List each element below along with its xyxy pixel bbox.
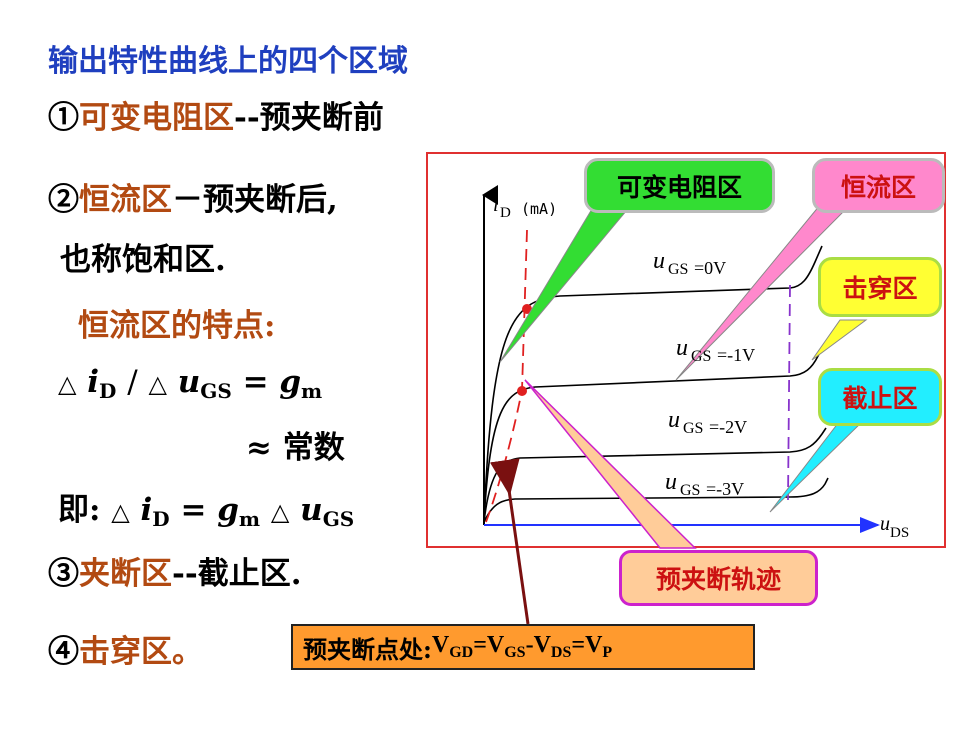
region-name-variable-resistance: 可变电阻区 (79, 100, 234, 136)
svg-text:=-1V: =-1V (717, 345, 755, 365)
curve-ugs-minus-1v (483, 344, 825, 523)
callout-variable-resistance: 可变电阻区 (584, 158, 775, 213)
svg-text:u: u (668, 407, 680, 433)
callout-breakdown: 击穿区 (818, 257, 942, 317)
svg-text:GS: GS (691, 348, 711, 365)
svg-text:u: u (676, 335, 688, 361)
svg-text:u: u (665, 469, 677, 495)
x-axis-label-u: u (880, 513, 890, 535)
svg-text:GS: GS (683, 420, 703, 437)
features-label: 恒流区的特点: (78, 308, 276, 344)
pinch-off-locus (485, 229, 528, 523)
pinch-off-point (501, 473, 511, 483)
item-pinch-off: ③夹断区--截止区. (48, 556, 302, 592)
curve-label-minus-3v: u GS =-3V (665, 469, 744, 499)
region-name-pinch-off: 夹断区 (79, 556, 172, 592)
callout-cutoff: 截止区 (818, 368, 942, 426)
svg-text:=-2V: =-2V (709, 417, 747, 437)
y-axis-label-unit: (mA) (521, 200, 557, 218)
y-axis-label-sub: D (500, 205, 511, 221)
item-variable-resistance: ①可变电阻区--预夹断前 (48, 100, 384, 136)
callout-pinch-off-locus: 预夹断轨迹 (619, 550, 818, 606)
svg-text:GS: GS (668, 261, 688, 278)
svg-text:u: u (653, 248, 665, 274)
y-axis-label-i: i (493, 194, 499, 216)
curve-ugs-minus-3v (483, 477, 829, 523)
breakdown-boundary (787, 284, 791, 501)
formula-delta-id: 即: △ iD = gm △ uGS (58, 492, 355, 531)
curve-ugs-0v (483, 245, 823, 523)
svg-text:=-3V: =-3V (706, 479, 744, 499)
svg-text:=0V: =0V (694, 258, 726, 278)
curve-label-minus-2v: u GS =-2V (668, 407, 747, 437)
pinch-off-point (522, 304, 532, 314)
pinch-off-point (517, 386, 527, 396)
arrow-to-pinch-point (489, 458, 530, 625)
pinch-off-condition-box: 预夹断点处: VGD=VGS-VDS=VP (291, 624, 755, 670)
pointer-pinchoff (524, 379, 697, 549)
item-saturation-note: 也称饱和区. (60, 242, 226, 278)
curve-label-0v: u GS =0V (653, 248, 726, 278)
item-constant-current: ②恒流区－预夹断后, (48, 182, 338, 218)
item-breakdown: ④击穿区。 (48, 634, 203, 670)
pointer-ohmic (499, 203, 634, 363)
svg-text:GS: GS (680, 482, 700, 499)
region-name-constant-current: 恒流区 (79, 182, 172, 218)
curve-label-minus-1v: u GS =-1V (676, 335, 755, 365)
pointer-breakdown (811, 319, 868, 361)
pointer-cutoff (769, 417, 868, 513)
callout-constant-current: 恒流区 (812, 158, 945, 213)
formula-gm: △ iD / △ uGS = gm (58, 364, 323, 403)
formula-constant: ≈ 常数 (246, 430, 345, 466)
x-axis-label-sub: DS (890, 525, 909, 541)
page-title: 输出特性曲线上的四个区域 (48, 44, 408, 79)
